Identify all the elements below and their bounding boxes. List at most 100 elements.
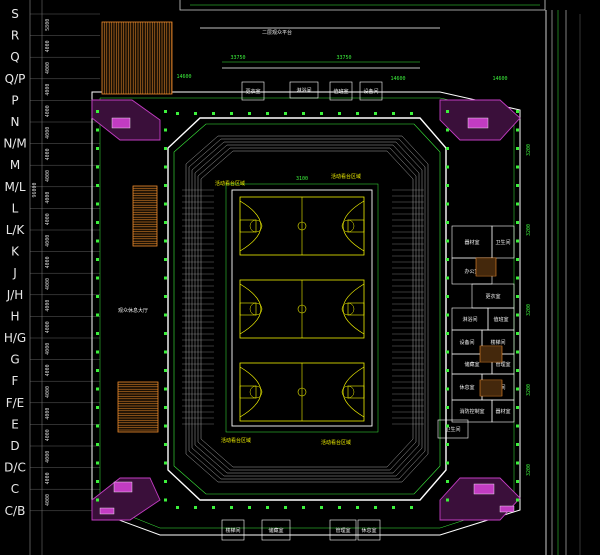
column <box>248 112 251 115</box>
column <box>96 350 99 354</box>
axis-dimension: 4000 <box>45 300 51 312</box>
axis-dimension: 4000 <box>45 170 51 182</box>
grid-axis-label: H/G <box>4 331 26 345</box>
column <box>96 498 99 502</box>
seating-row <box>191 141 423 477</box>
column <box>96 480 99 483</box>
grid-axis-label: F/E <box>6 396 25 410</box>
column <box>516 276 519 280</box>
column <box>164 350 167 354</box>
left-hall-label: 观众休息大厅 <box>118 307 148 314</box>
column <box>164 313 167 317</box>
column <box>248 506 251 509</box>
magenta-room <box>467 117 489 129</box>
column <box>392 506 395 509</box>
grid-axis-label: E <box>11 417 19 431</box>
column <box>446 110 449 113</box>
column <box>96 110 99 113</box>
dimension-label: 3200 <box>526 464 532 476</box>
column <box>356 112 359 115</box>
column <box>230 112 233 115</box>
grid-axis-label: P <box>11 93 18 107</box>
dimension-label: 33750 <box>230 55 245 61</box>
column <box>516 110 519 113</box>
grid-axis-label: R <box>11 29 19 43</box>
column <box>516 480 519 483</box>
column <box>516 239 519 243</box>
grid-axis-label: D <box>10 439 19 453</box>
column <box>96 387 99 391</box>
court-three-point-arc <box>342 366 365 418</box>
column <box>164 295 167 298</box>
column <box>164 406 167 409</box>
room-label: 储藏室 <box>268 527 283 534</box>
court-center-circle <box>297 221 307 231</box>
column <box>446 239 449 243</box>
room-label: 储藏室 <box>464 361 479 368</box>
seating-row <box>188 138 426 480</box>
column <box>320 112 323 115</box>
court-key <box>239 385 257 399</box>
column <box>284 506 287 509</box>
room-label: 消防控制室 <box>459 408 484 415</box>
grid-axis-label: K <box>11 245 20 259</box>
column <box>446 406 449 409</box>
room-box <box>491 399 515 423</box>
grid-axis-label: M <box>10 158 20 172</box>
column <box>446 258 449 261</box>
room-label: 器材室 <box>495 408 510 415</box>
column <box>516 498 519 502</box>
column <box>176 112 179 115</box>
column <box>164 332 167 335</box>
column <box>302 112 305 115</box>
column <box>516 147 519 150</box>
column <box>392 112 395 115</box>
axis-dimension: 4000 <box>45 364 51 376</box>
column <box>212 506 215 509</box>
room-box <box>357 519 381 541</box>
column <box>446 165 449 169</box>
room-label: 设备间 <box>363 88 378 95</box>
column <box>446 221 449 224</box>
magenta-room <box>99 507 115 515</box>
column <box>96 147 99 150</box>
dimension-label: 3200 <box>526 384 532 396</box>
column <box>96 424 99 428</box>
field-boundary-outer <box>225 183 379 433</box>
column <box>516 387 519 391</box>
court-three-point-arc <box>239 366 262 418</box>
column <box>516 350 519 354</box>
seating-tags: 活动看台区域活动看台区域活动看台区域活动看台区域 <box>215 173 361 446</box>
column <box>164 184 167 187</box>
column <box>374 112 377 115</box>
column <box>164 147 167 150</box>
column <box>164 480 167 483</box>
seating-row <box>200 150 414 468</box>
grid-axis-label: C <box>11 482 19 496</box>
room-label: 更衣室 <box>485 293 500 300</box>
building-outline <box>91 91 521 536</box>
dimension-label: 3200 <box>526 144 532 156</box>
room-label: 休息室 <box>361 527 376 534</box>
column <box>446 147 449 150</box>
column <box>96 313 99 317</box>
column <box>446 461 449 465</box>
dimension-label: 14600 <box>492 76 507 82</box>
field-boundary <box>231 189 373 427</box>
court-key <box>239 302 257 316</box>
axis-dimension: 4000 <box>45 192 51 204</box>
column <box>164 461 167 465</box>
grid-axis-label: N <box>11 115 20 129</box>
seating-tag: 活动看台区域 <box>331 173 361 180</box>
axis-dimension: 4000 <box>45 62 51 74</box>
axis-dimension: 4000 <box>45 321 51 333</box>
court-three-point-arc <box>239 283 262 335</box>
grid-axis-label: H <box>10 309 19 323</box>
column <box>284 112 287 115</box>
magenta-room <box>111 117 131 129</box>
column <box>164 110 167 113</box>
column <box>516 332 519 335</box>
magenta-room <box>473 483 495 495</box>
column <box>302 506 305 509</box>
